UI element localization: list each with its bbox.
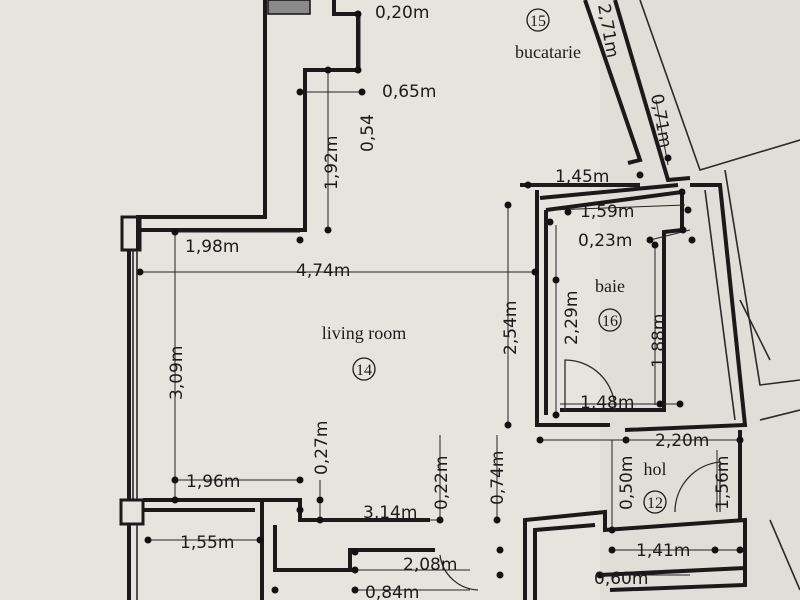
dim-label-0-74: 0,74m xyxy=(488,451,508,505)
dim-label-1-55: 1,55m xyxy=(180,533,234,553)
dim-label-1-45: 1,45m xyxy=(555,167,609,187)
dim-label-1-56: 1,56m xyxy=(713,456,733,510)
dim-label-2-29: 2,29m xyxy=(562,291,582,345)
kitchen-number: 15 xyxy=(530,13,546,30)
dim-label-0-27: 0,27m xyxy=(312,421,332,475)
doors xyxy=(439,359,721,591)
dim-label-1-98: 1,98m xyxy=(185,237,239,257)
dim-label-2-54: 2,54m xyxy=(501,301,521,355)
dim-label-1-96: 1,96m xyxy=(186,472,240,492)
dim-label-1-59: 1,59m xyxy=(580,202,634,222)
bath-number-circle xyxy=(598,308,622,332)
neighbor-outlines xyxy=(639,0,800,591)
dim-label-1-41: 1,41m xyxy=(636,541,690,561)
dim-label-0-84: 0,84m xyxy=(365,583,419,600)
dim-label-2-08: 2,08m xyxy=(403,555,457,575)
kitchen-name: bucatarie xyxy=(515,42,581,62)
bath-name: baie xyxy=(595,276,625,296)
bath-number: 16 xyxy=(602,313,618,330)
dim-label-3-14: 3,14m xyxy=(363,503,417,523)
bathroom-walls xyxy=(535,183,748,432)
kitchen-number-circle xyxy=(526,8,550,32)
dim-label-0-54: 0,54 xyxy=(358,114,378,152)
living-room-name: living room xyxy=(322,323,407,343)
lower-walls xyxy=(523,430,747,600)
living-room-number: 14 xyxy=(356,362,372,379)
neighbor-area-shade xyxy=(600,0,800,600)
dim-label-0-23: 0,23m xyxy=(578,231,632,251)
dim-label-3-09: 3,09m xyxy=(167,346,187,400)
dim-label-0-50: 0,50m xyxy=(617,456,637,510)
dimension-dots xyxy=(136,10,744,594)
dim-label-0-60: 0,60m xyxy=(594,569,648,589)
living-room-number-circle xyxy=(352,357,376,381)
dim-label-1-88: 1,88m xyxy=(649,314,669,368)
top-window xyxy=(267,0,311,15)
hall-number-circle xyxy=(643,490,667,514)
hall-number: 12 xyxy=(647,495,663,512)
dim-label-4-74: 4,74m xyxy=(296,261,350,281)
dim-label-0-22: 0,22m xyxy=(432,456,452,510)
dim-label-1-92: 1,92m xyxy=(322,136,342,190)
dimension-lines xyxy=(140,14,740,591)
hall-name: hol xyxy=(643,459,666,479)
dim-label-2-20: 2,20m xyxy=(655,431,709,451)
dim-label-1-48: 1,48m xyxy=(580,393,634,413)
dim-label-0-20: 0,20m xyxy=(375,3,429,23)
dim-label-0-65: 0,65m xyxy=(382,82,436,102)
